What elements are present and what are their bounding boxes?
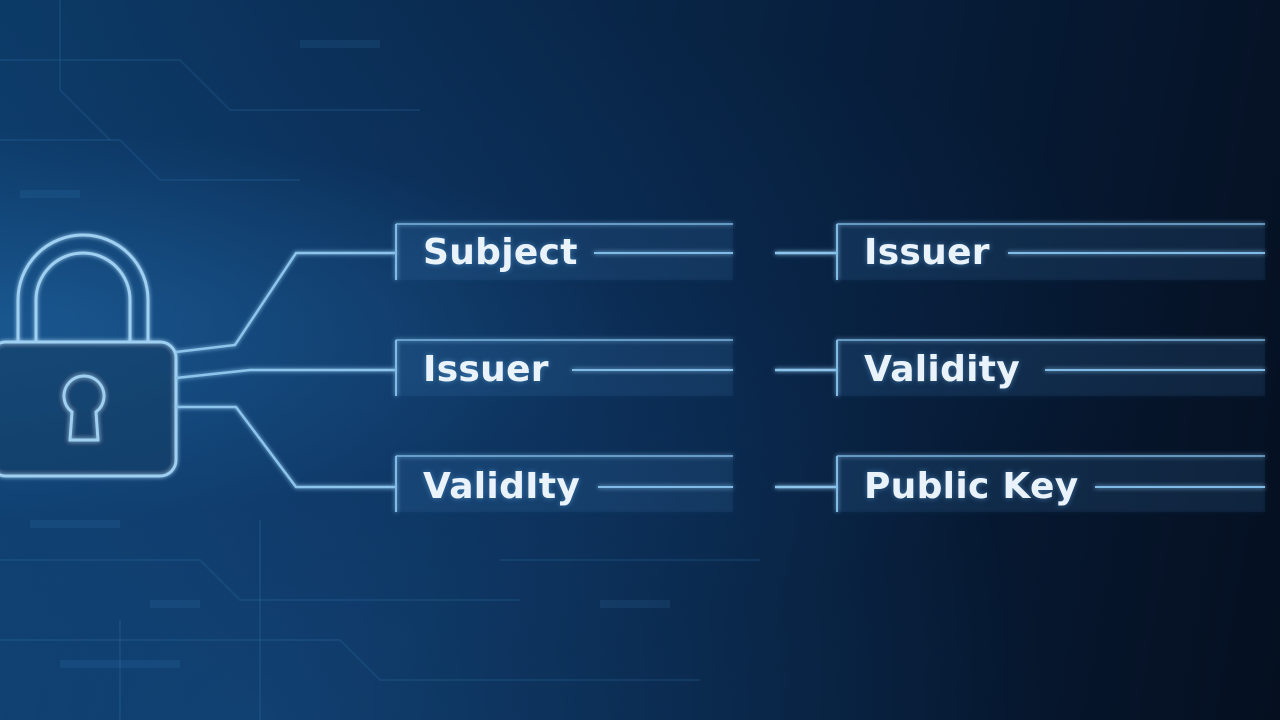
- column-connectors: [775, 251, 837, 489]
- right-field-panel-validity: [836, 339, 1265, 396]
- padlock-icon: [0, 233, 178, 478]
- right-field-label-validity: Validity: [864, 349, 1021, 390]
- right-field-panel-issuer: [836, 223, 1265, 280]
- left-field-panels: [395, 223, 733, 512]
- left-field-panel-issuer: [395, 339, 733, 396]
- left-field-label-issuer: Issuer: [423, 349, 549, 390]
- right-field-label-public-key: Public Key: [864, 466, 1079, 507]
- lock-connectors: [175, 251, 396, 489]
- left-field-label-validity: ValidIty: [423, 466, 581, 507]
- left-field-panel-subject: [395, 223, 733, 280]
- left-field-panel-validity: [395, 455, 733, 512]
- right-field-label-issuer: Issuer: [864, 232, 990, 273]
- left-field-label-subject: Subject: [423, 232, 578, 273]
- right-field-panel-public-key: [836, 455, 1265, 512]
- right-field-panels: [836, 223, 1265, 512]
